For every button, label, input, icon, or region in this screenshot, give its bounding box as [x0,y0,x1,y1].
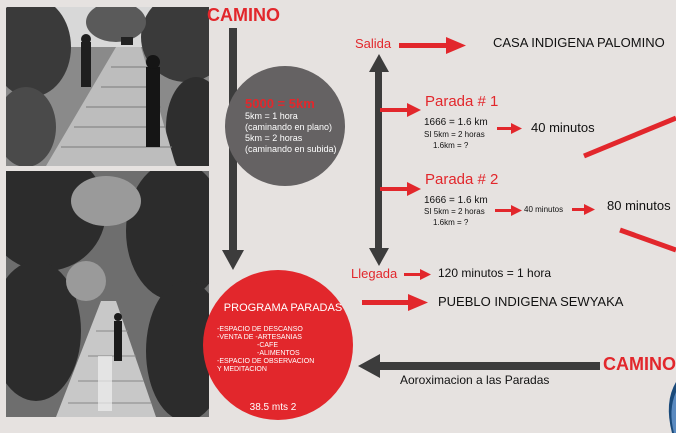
parada2-arrow-head [407,182,421,196]
parada1-connector [380,108,410,112]
program-item: -ESPACIO DE OBSERVACION [217,358,315,365]
parada1-result: 40 minutos [531,120,595,135]
corner-graphic [668,382,676,433]
parada1-arrow-head [407,103,421,117]
llegada-arrow [404,273,422,276]
camino-title-top: CAMINO [207,5,280,25]
parada1-distance: 1666 = 1.6 km [424,117,488,128]
camino-title-bottom: CAMINO [603,354,676,374]
program-title: PROGRAMA PARADAS [223,302,343,314]
llegada-time: 120 minutos = 1 hora [438,266,552,280]
parada2-rule: SI 5km = 2 horas [424,207,485,216]
camino-bottom-arrow [358,354,600,378]
parada2-mid-arrow [495,209,513,212]
salida-arrow-head [446,37,466,54]
distance-line: (caminando en plano) [245,122,333,132]
distance-circle [225,66,345,186]
program-item: -ESPACIO DE DESCANSO [217,326,303,333]
parada2-result-arrow-head [584,204,595,215]
parada2-title: Parada # 2 [425,171,499,188]
salida-arrow [399,43,449,48]
distance-line: (caminando en subida) [245,144,337,154]
parada2-distance: 1666 = 1.6 km [424,195,488,206]
llegada-arrow-head [420,269,431,280]
parada2-connector [380,187,410,191]
parada2-question: 1.6km = ? [433,218,469,227]
program-list: -ESPACIO DE DESCANSO -VENTA DE -ARTESANI… [217,326,347,374]
program-item: -ALIMENTOS [257,350,300,357]
parada2-result: 80 minutos [607,198,671,213]
route-arrow-up [369,54,389,72]
photo-boardwalk-bottom [6,171,209,417]
salida-destination: CASA INDIGENA PALOMINO [493,35,665,50]
photo-boardwalk-top [6,7,209,166]
distance-title: 5000 = 5km [245,96,315,111]
parada1-result-arrow [497,127,513,130]
parada2-mid: 40 minutos [524,205,564,214]
program-circle [203,270,353,420]
pueblo-destination: PUEBLO INDIGENA SEWYAKA [438,294,624,309]
pueblo-arrow-head [408,294,428,311]
program-item: Y MEDITACION [217,366,267,373]
llegada-label: Llegada [351,266,398,281]
parada2-mid-arrow-head [511,205,522,216]
parada1-rule: SI 5km = 2 horas [424,130,485,139]
approach-caption: Aoroximacion a las Paradas [400,373,550,387]
camino-arrow-head [222,250,244,270]
route-arrow-down [369,248,389,266]
program-item: -VENTA DE -ARTESANIAS [217,334,302,341]
distance-circle-text: 5000 = 5km 5km = 1 hora (caminando en pl… [245,97,355,155]
route-double-arrow [375,68,382,253]
distance-line: 5km = 2 horas [245,133,303,143]
distance-line: 5km = 1 hora [245,111,298,121]
right-diagonal-lines [583,115,676,253]
parada2-result-arrow [572,208,586,211]
pueblo-arrow [362,300,412,305]
salida-label: Salida [355,36,392,51]
program-item: -CAFE [257,342,278,349]
parada1-title: Parada # 1 [425,93,499,110]
parada1-result-arrow-head [511,123,522,134]
program-area: 38.5 mts 2 [249,402,297,413]
parada1-question: 1.6km = ? [433,141,469,150]
